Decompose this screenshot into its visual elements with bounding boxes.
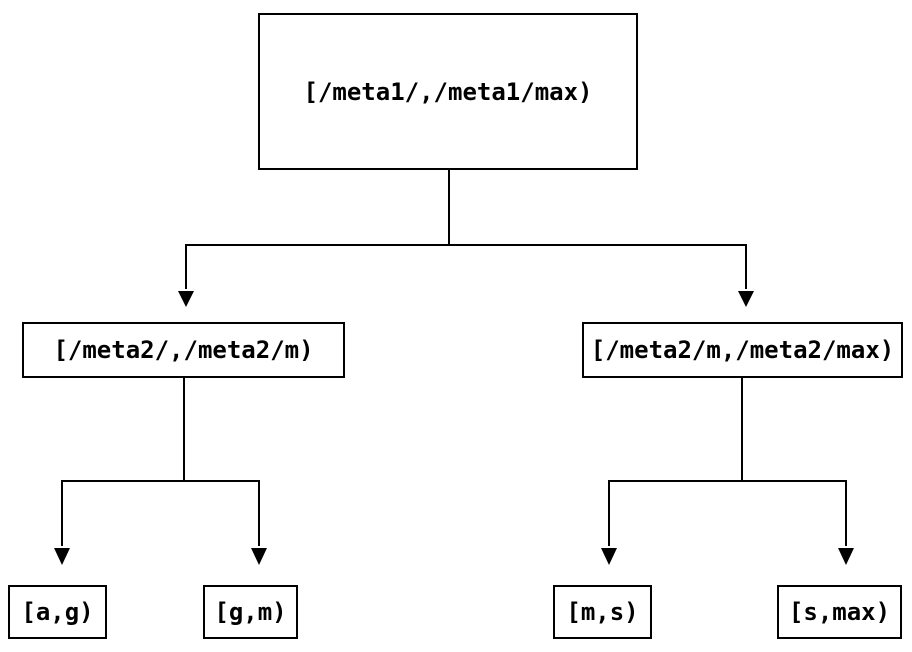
tree-node-meta2-right: [/meta2/m,/meta2/max)	[582, 322, 903, 378]
tree-node-root: [/meta1/,/meta1/max)	[258, 13, 638, 170]
node-label: [m,s)	[566, 598, 639, 626]
node-label: [/meta2/m,/meta2/max)	[590, 336, 895, 364]
arrow-down-icon	[251, 548, 267, 565]
node-label: [s,max)	[788, 598, 891, 626]
node-label: [g,m)	[214, 598, 287, 626]
node-label: [/meta1/,/meta1/max)	[303, 77, 593, 106]
arrow-down-icon	[738, 291, 754, 307]
tree-node-meta2-left: [/meta2/,/meta2/m)	[22, 322, 345, 378]
arrow-down-icon	[54, 548, 70, 565]
arrow-down-icon	[601, 548, 617, 565]
connector-meta2-right-to-leaves	[601, 378, 854, 565]
node-label: [a,g)	[21, 598, 94, 626]
connector-meta2-left-to-leaves	[54, 378, 267, 565]
tree-node-leaf-s-max: [s,max)	[777, 585, 902, 639]
node-label: [/meta2/,/meta2/m)	[53, 336, 314, 364]
tree-node-leaf-m-s: [m,s)	[553, 585, 652, 639]
arrow-down-icon	[178, 291, 194, 307]
tree-node-leaf-a-g: [a,g)	[8, 585, 107, 639]
arrow-down-icon	[838, 548, 854, 565]
connector-root-to-children	[178, 170, 754, 307]
tree-node-leaf-g-m: [g,m)	[203, 585, 298, 639]
